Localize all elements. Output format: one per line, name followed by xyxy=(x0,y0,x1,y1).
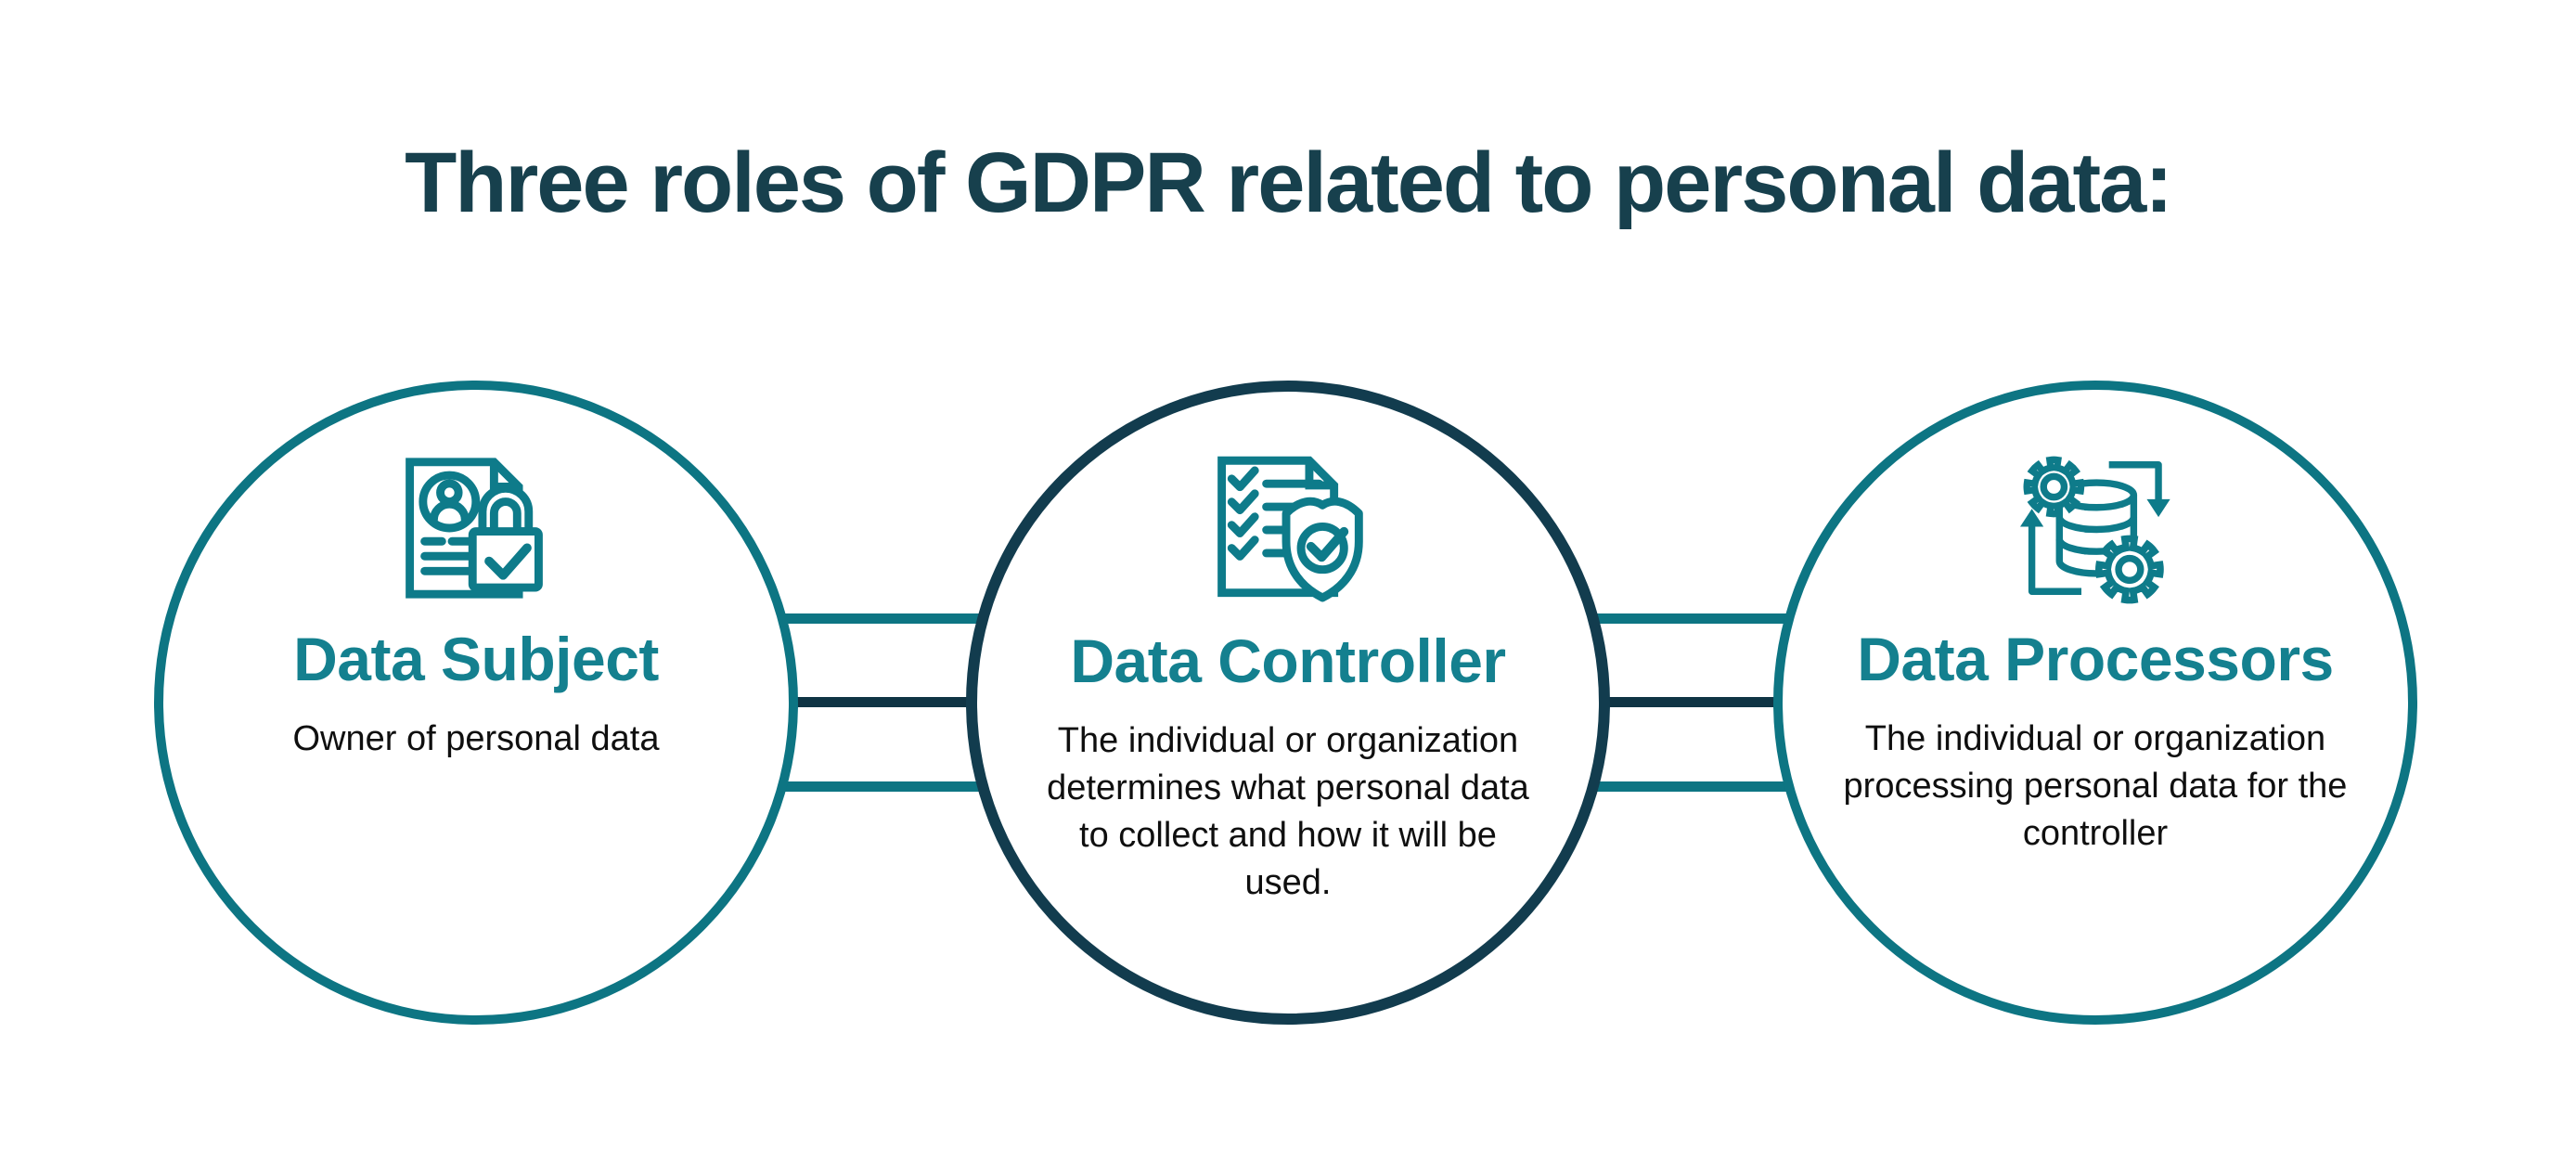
role-description: Owner of personal data xyxy=(292,718,660,758)
page-title: Three roles of GDPR related to personal … xyxy=(405,136,2173,230)
role-description: The individual or organization processin… xyxy=(1843,718,2348,853)
role-heading: Data Processors xyxy=(1857,625,2334,693)
role-circle-data-processors: Data Processors The individual or organi… xyxy=(1773,381,2417,1025)
role-circle-data-controller: Data Controller The individual or organi… xyxy=(966,381,1610,1025)
checklist-shield-icon xyxy=(1189,447,1387,613)
role-heading: Data Subject xyxy=(293,625,659,693)
document-user-lock-icon xyxy=(377,445,575,611)
role-description: The individual or organization determine… xyxy=(1047,720,1529,902)
role-heading: Data Controller xyxy=(1070,626,1506,695)
gears-database-icon xyxy=(1999,445,2192,611)
role-circle-data-subject: Data Subject Owner of personal data xyxy=(154,381,798,1025)
